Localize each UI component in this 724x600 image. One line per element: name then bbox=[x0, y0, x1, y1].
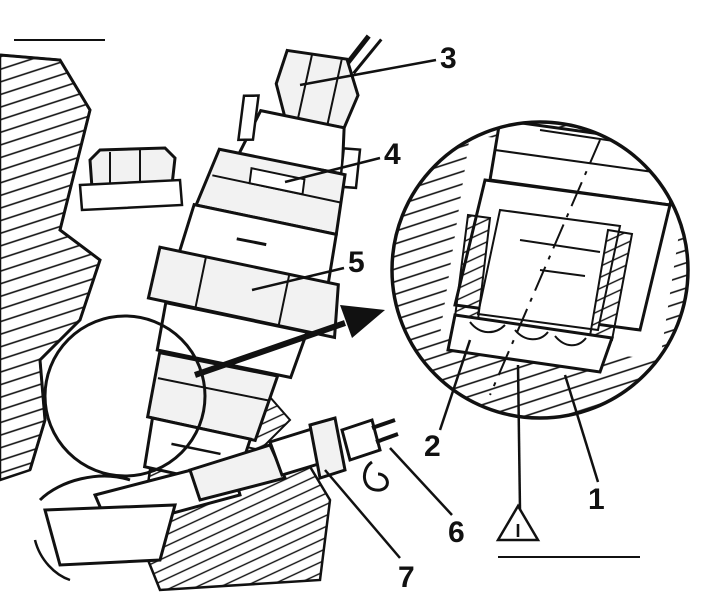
detail-source-circle bbox=[43, 314, 207, 478]
callout-1: 1 bbox=[588, 483, 605, 516]
cap-nut-left bbox=[78, 146, 184, 212]
lower-casting bbox=[33, 474, 177, 582]
callout-4: 4 bbox=[384, 138, 401, 171]
callout-7: 7 bbox=[398, 561, 415, 594]
nozzle-detail-view bbox=[390, 120, 690, 420]
reference-mark-label: I bbox=[515, 521, 521, 541]
reference-triangle bbox=[495, 503, 541, 542]
leader-lines bbox=[251, 58, 600, 559]
callout-6: 6 bbox=[448, 516, 465, 549]
detail-arrow bbox=[194, 305, 385, 378]
callout-5: 5 bbox=[348, 246, 365, 279]
callout-2: 2 bbox=[424, 430, 441, 463]
callout-3: 3 bbox=[440, 42, 457, 75]
